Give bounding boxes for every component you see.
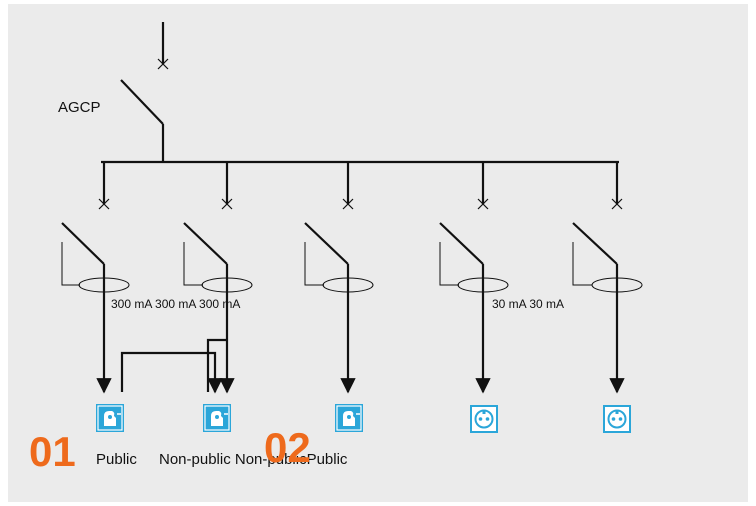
group-number-first: 01 [29,428,76,475]
main-breaker-label: AGCP [58,99,101,116]
branch-5 [572,162,643,394]
branch-1 [61,162,223,394]
hand-device-icon [203,404,231,432]
branch-2 [183,162,253,394]
power-socket-icon [470,405,498,433]
power-socket-icon [603,405,631,433]
main-breaker [120,22,169,162]
branch-3 [304,162,374,394]
category-label-first: Public [96,451,137,468]
group-number-second: 02 [264,424,311,471]
hand-device-icon [335,404,363,432]
category-label-second: Non-public Non-publicPublic [159,451,348,468]
hand-device-icon [96,404,124,432]
branch-4 [439,162,509,394]
rating-label-left: 300 mA 300 mA 300 mA [111,297,241,311]
rating-label-right: 30 mA 30 mA [492,297,565,311]
